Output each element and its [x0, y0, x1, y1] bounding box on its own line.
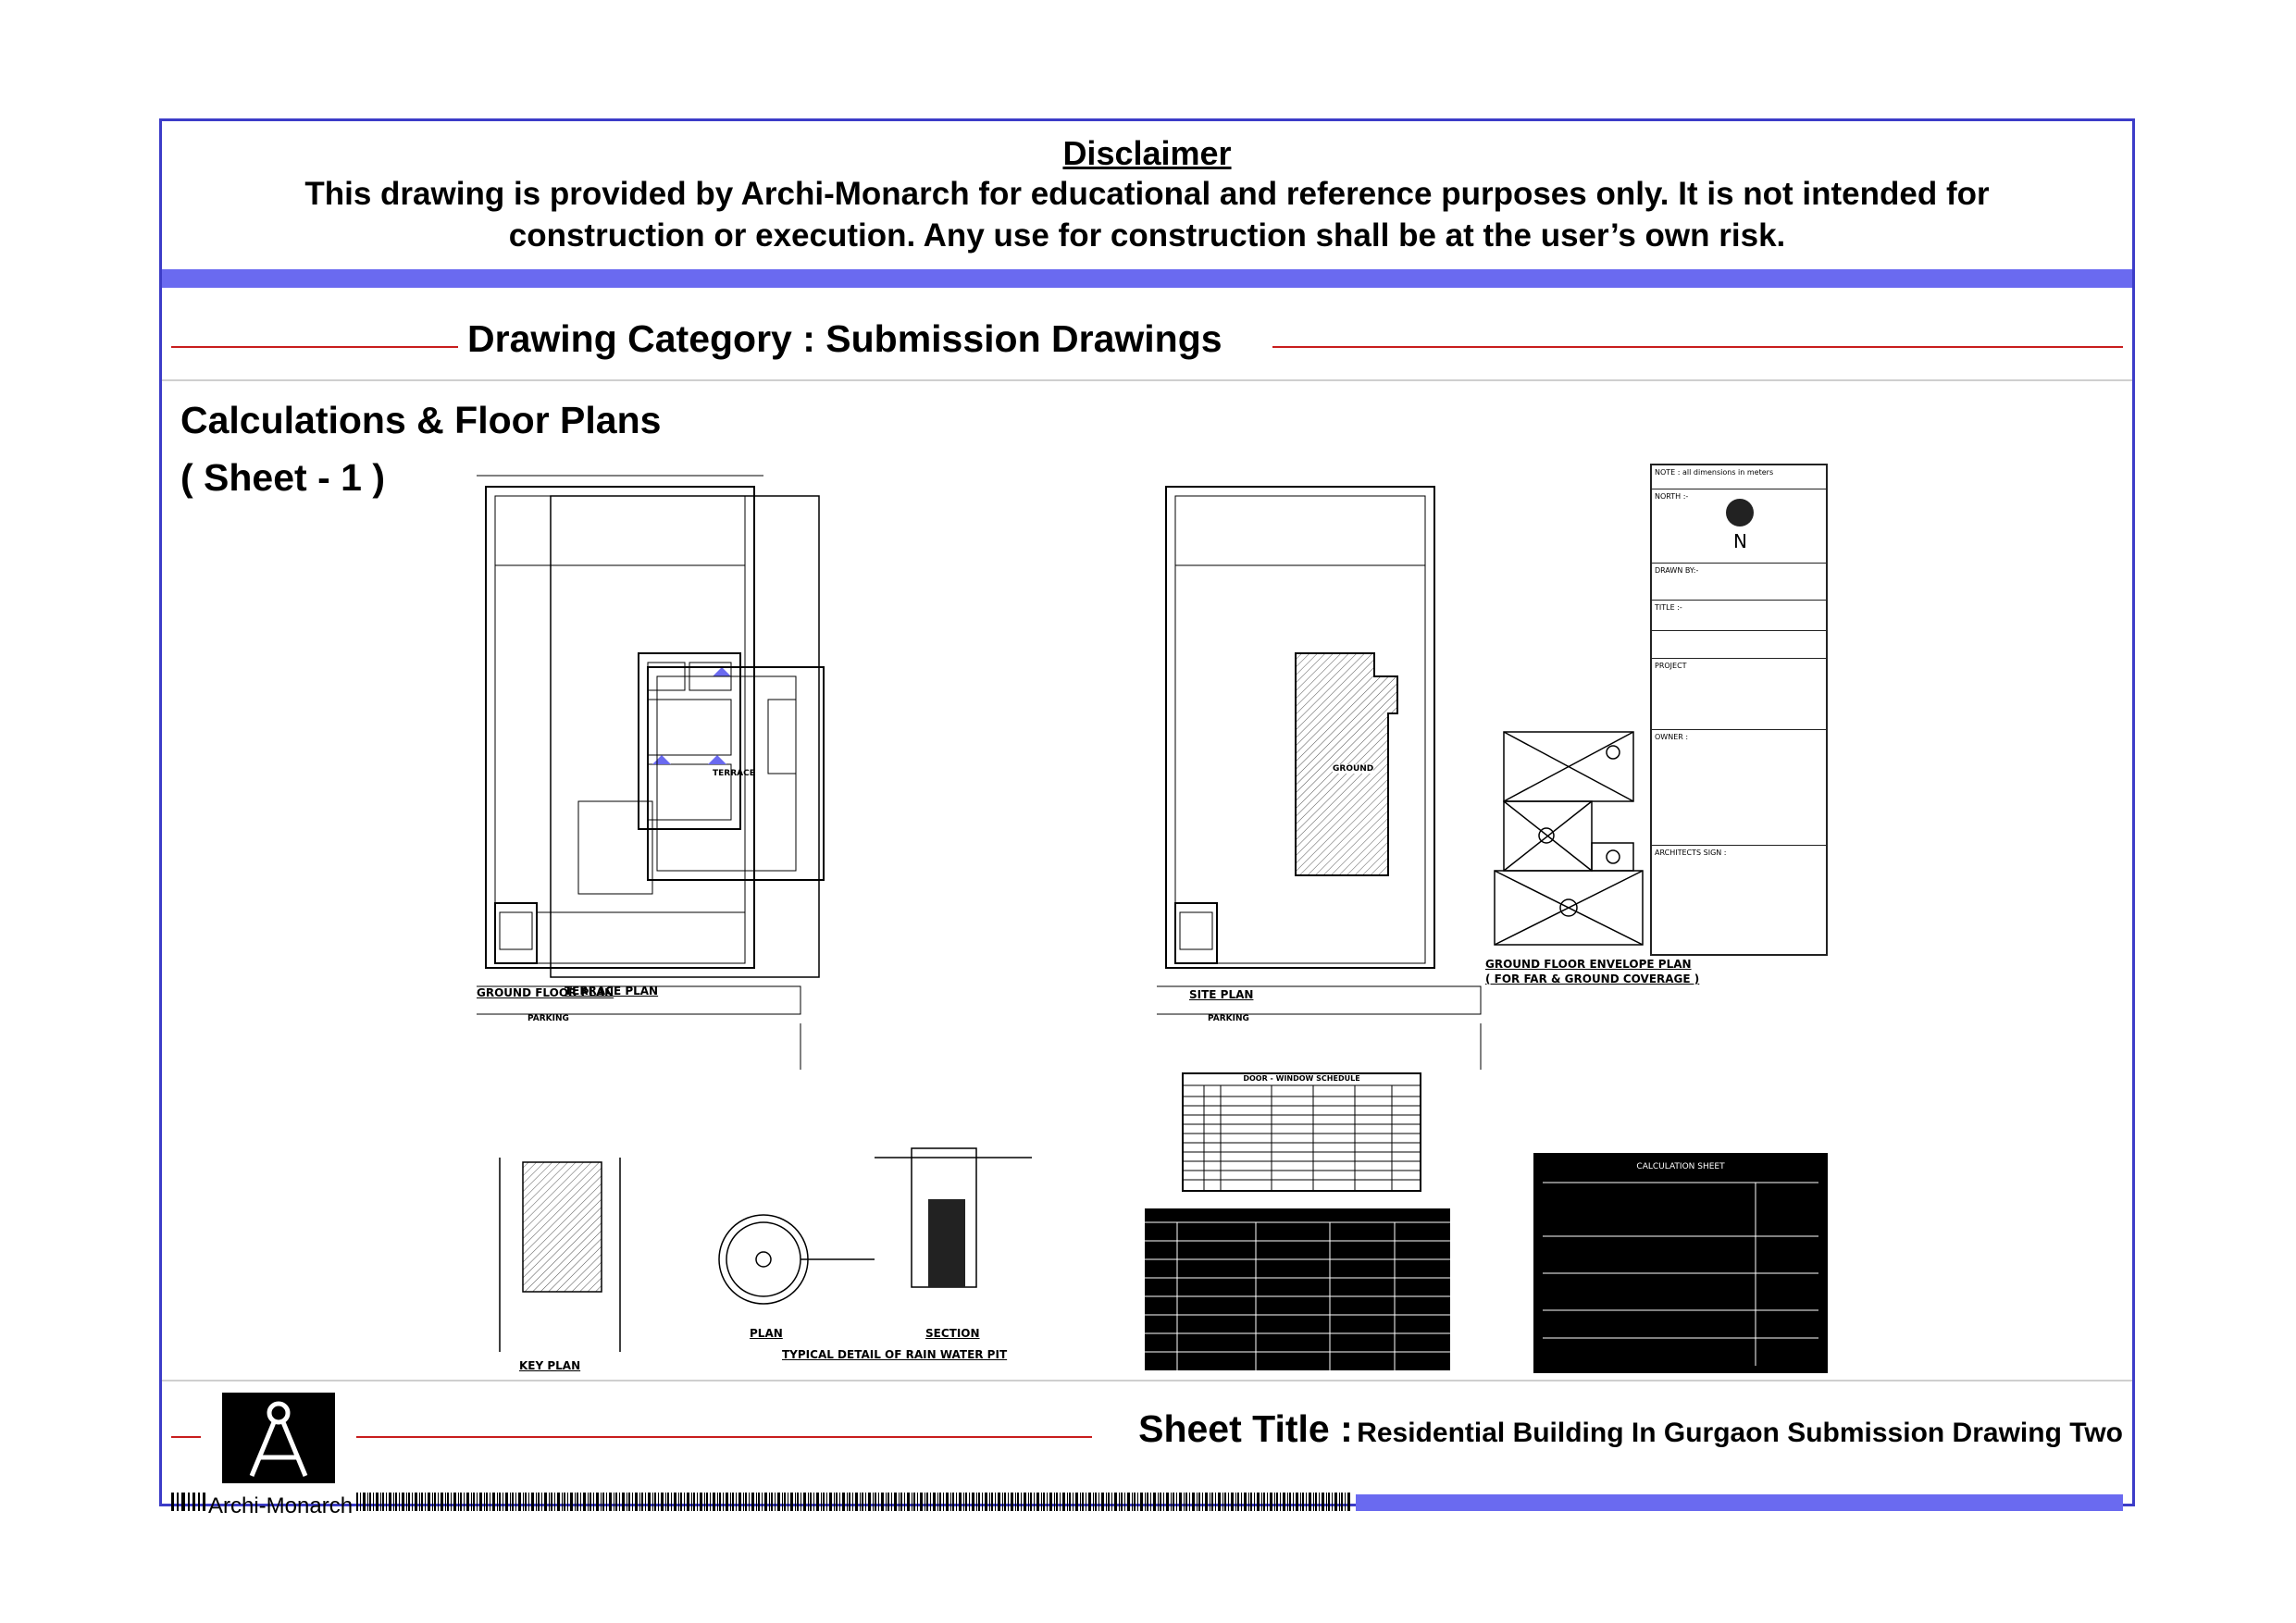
- parking-label: PARKING: [527, 1014, 569, 1023]
- title-block-north-label: NORTH :-: [1655, 492, 1689, 501]
- envelope-plan-label: GROUND FLOOR ENVELOPE PLAN: [1485, 958, 1692, 971]
- key-plan-svg: [499, 1158, 621, 1352]
- title-block-north: NORTH :- N: [1652, 489, 1826, 563]
- pit-section-label: SECTION: [925, 1327, 980, 1340]
- ground-floor-plan-drawing: GROUND FLOOR PLAN PARKING: [466, 468, 958, 1079]
- key-plan-label: KEY PLAN: [519, 1359, 581, 1372]
- key-plan-drawing: KEY PLAN: [495, 1148, 643, 1380]
- ground-floor-plan-svg: [466, 475, 801, 1079]
- title-block-architect: ARCHITECTS SIGN :: [1652, 845, 1826, 860]
- pit-plan-label: PLAN: [750, 1327, 783, 1340]
- calculation-sheet: CALCULATION SHEET: [1533, 1153, 1828, 1373]
- site-plan-label: SITE PLAN: [1189, 988, 1254, 1001]
- door-window-schedule: DOOR - WINDOW SCHEDULE: [1182, 1072, 1421, 1192]
- disclaimer-text: This drawing is provided by Archi-Monarc…: [217, 173, 2077, 256]
- sheet-title-value: Residential Building In Gurgaon Submissi…: [1357, 1418, 2123, 1448]
- archi-monarch-logo: [222, 1393, 335, 1483]
- title-block-owner: OWNER :: [1652, 729, 1826, 744]
- footer-separator: [162, 1380, 2132, 1381]
- category-separator: [162, 379, 2132, 381]
- footer-rule-long: [356, 1436, 1092, 1438]
- ground-floor-plan-label: GROUND FLOOR PLAN: [477, 986, 614, 999]
- north-arrow-icon: [1726, 499, 1754, 527]
- title-block-note: NOTE : all dimensions in meters: [1655, 468, 1774, 477]
- title-block-drawn-by: DRAWN BY:-: [1652, 563, 1826, 577]
- terrace-plan-svg: [550, 495, 825, 978]
- title-block: NOTE : all dimensions in meters NORTH :-…: [1650, 464, 1828, 956]
- title-block-fields: [1652, 630, 1826, 658]
- site-plan-drawing: GROUND PARKING SITE PLAN: [1147, 468, 1638, 1079]
- terrace-plan-drawing: TERRACE TERRACE PLAN: [532, 487, 828, 1097]
- category-rule-right: [1272, 346, 2123, 348]
- ground-coverage-grid-svg: [1145, 1221, 1450, 1370]
- title-block-title: TITLE :-: [1652, 600, 1826, 614]
- compass-icon: [249, 1401, 308, 1477]
- envelope-plan-svg: [1494, 731, 1644, 946]
- disclaimer-title: Disclaimer: [1062, 134, 1232, 172]
- rain-water-pit-label: TYPICAL DETAIL OF RAIN WATER PIT: [782, 1348, 1008, 1361]
- ground-label: GROUND: [1333, 764, 1374, 774]
- footer-blue-bar: [1356, 1494, 2123, 1511]
- schedule-title: DOOR - WINDOW SCHEDULE: [1243, 1074, 1360, 1083]
- logo-text: Archi-Monarch: [208, 1493, 354, 1518]
- barcode-left: [171, 1493, 205, 1511]
- footer-rule-short: [171, 1436, 201, 1438]
- category-rule-left: [171, 346, 458, 348]
- barcode-strip: [356, 1493, 1351, 1511]
- envelope-plan-sub-label: ( FOR FAR & GROUND COVERAGE ): [1485, 973, 1700, 985]
- sheet-title: Sheet Title : Residential Building In Gu…: [1138, 1407, 2123, 1451]
- north-letter: N: [1733, 530, 1747, 552]
- calculation-sheet-title: CALCULATION SHEET: [1636, 1162, 1725, 1171]
- terrace-label: TERRACE: [713, 769, 755, 778]
- sheet-number: ( Sheet - 1 ): [180, 456, 385, 499]
- disclaimer-band: [162, 269, 2132, 288]
- disclaimer-line-2: construction or execution. Any use for c…: [508, 217, 1786, 254]
- site-parking-label: PARKING: [1208, 1014, 1249, 1023]
- terrace-plan-label: TERRACE PLAN: [565, 985, 659, 997]
- envelope-plan-drawing: GROUND FLOOR ENVELOPE PLAN ( FOR FAR & G…: [1485, 723, 1763, 985]
- page-title: Calculations & Floor Plans: [180, 399, 662, 441]
- sheet-title-label: Sheet Title :: [1138, 1407, 1353, 1450]
- drawing-frame: Disclaimer This drawing is provided by A…: [159, 118, 2135, 1518]
- drawing-category: Drawing Category : Submission Drawings: [467, 317, 1222, 360]
- title-block-project: PROJECT: [1652, 658, 1826, 673]
- ground-coverage-table: [1145, 1208, 1450, 1370]
- rain-water-pit-svg: [718, 1147, 1032, 1305]
- rain-water-pit-drawing: PLAN SECTION TYPICAL DETAIL OF RAIN WATE…: [662, 1130, 1106, 1370]
- calculation-sheet-grid-svg: [1543, 1182, 1818, 1366]
- schedule-grid-svg: [1184, 1084, 1420, 1190]
- disclaimer-line-1: This drawing is provided by Archi-Monarc…: [304, 176, 1990, 212]
